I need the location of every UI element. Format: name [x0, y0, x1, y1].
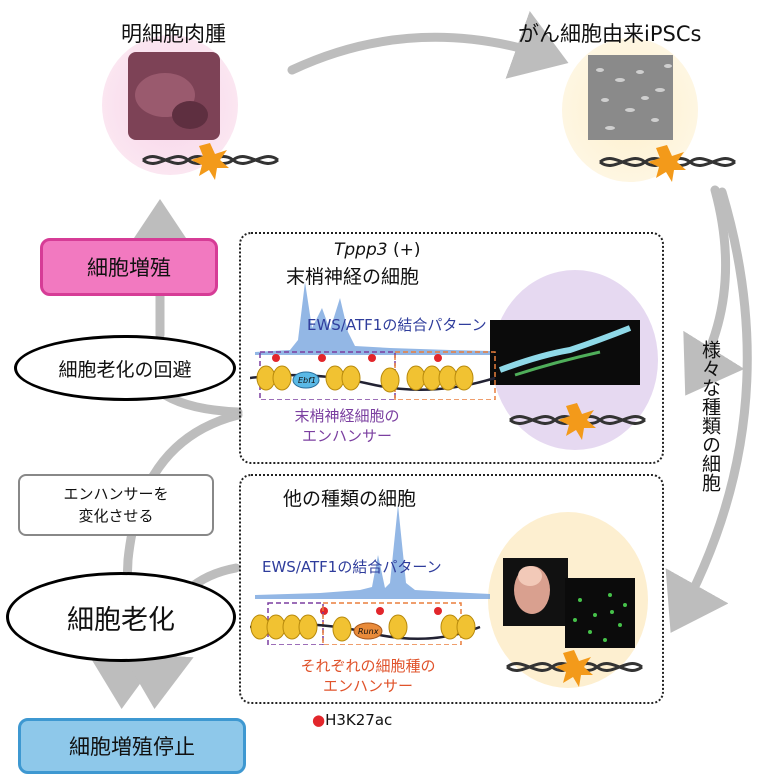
- nucleosome: [388, 614, 408, 640]
- nucleosome: [272, 365, 292, 391]
- legend: ●H3K27ac: [312, 711, 392, 729]
- senescence-oval: 細胞老化: [6, 572, 236, 662]
- h3k27ac-dot: [320, 607, 328, 615]
- ipsc-sem-image: [588, 55, 673, 140]
- dna-icon: [506, 650, 643, 687]
- h3k27ac-dot: [434, 354, 442, 362]
- change-enhancer-box: エンハンサーを 変化させる: [18, 474, 214, 536]
- arrow-ipsc-to-others: [665, 187, 752, 633]
- nerve-chart: Ebf1: [250, 282, 496, 400]
- proliferation-label: 細胞増殖: [87, 256, 171, 280]
- panel-nerve: [239, 232, 664, 464]
- arrow-ipsc-to-nerve: [683, 185, 745, 396]
- dna-icon: [599, 145, 736, 182]
- nucleosome: [422, 365, 442, 391]
- ipsc-title: がん細胞由来iPSCs: [518, 22, 702, 46]
- others-cell-title: 他の種類の細胞: [283, 488, 417, 510]
- panel-others: [239, 474, 664, 704]
- h3k27ac-dot: [376, 607, 384, 615]
- proliferation-box: 細胞増殖: [40, 238, 218, 296]
- tf-runx-label: Runx: [358, 627, 379, 636]
- nucleosome: [380, 367, 400, 393]
- arrow-down-main: [87, 410, 243, 709]
- nerve-pattern-label: EWS/ATF1の結合パターン: [307, 316, 487, 334]
- nucleosome: [456, 614, 476, 640]
- others-peak-area: [255, 505, 490, 599]
- h3k27ac-dot: [368, 354, 376, 362]
- arrow-nerve-to-avoid: [160, 390, 243, 417]
- enhancer-region-purple: [259, 351, 396, 400]
- nerve-cell-title: 末梢神経の細胞: [286, 266, 420, 288]
- avoid-senescence-label: 細胞老化の回避: [58, 358, 192, 381]
- gene-heading: Tppp3 (+): [334, 240, 421, 260]
- tf-ebf1-label: Ebf1: [298, 376, 316, 385]
- others-chart: Runx: [250, 505, 490, 645]
- nucleosome: [250, 614, 270, 640]
- dna-icon: [509, 403, 646, 440]
- legend-label: H3K27ac: [325, 711, 393, 729]
- nucleosome: [332, 616, 352, 642]
- gene-name: Tppp3: [334, 240, 388, 260]
- green-stain-image: [565, 578, 635, 648]
- others-pattern-label: EWS/ATF1の結合パターン: [262, 558, 442, 576]
- arrest-label: 細胞増殖停止: [69, 735, 195, 759]
- nucleosome: [454, 365, 474, 391]
- arrow-sarcoma-to-ipsc: [287, 10, 569, 79]
- tf-ebf1: [292, 371, 320, 389]
- gene-suffix: (+): [387, 240, 421, 260]
- nucleosome: [266, 614, 286, 640]
- nucleosome: [298, 614, 318, 640]
- tf-runx: [353, 622, 383, 640]
- dna-icon: [142, 143, 279, 180]
- avoid-senescence-oval: 細胞老化の回避: [14, 335, 236, 401]
- arrest-box: 細胞増殖停止: [18, 718, 246, 774]
- nucleosome: [440, 614, 460, 640]
- h3k27ac-dot: [272, 354, 280, 362]
- nerve-enhancer-label: 末梢神経細胞の エンハンサー: [294, 407, 400, 445]
- side-label: 様々な種類の細胞: [699, 340, 721, 492]
- nucleosome: [341, 365, 361, 391]
- nucleosome: [256, 365, 276, 391]
- nerve-peak-area: [255, 282, 490, 355]
- others-enhancer-label: それぞれの細胞種の エンハンサー: [300, 657, 436, 695]
- nucleosome: [325, 365, 345, 391]
- senescence-label: 細胞老化: [67, 604, 175, 636]
- enhancer-region-orange: [322, 602, 462, 645]
- nucleosome: [282, 614, 302, 640]
- nucleosome: [438, 365, 458, 391]
- h3k27ac-dot: [434, 607, 442, 615]
- change-enhancer-label: エンハンサーを 変化させる: [63, 485, 169, 525]
- nucleosome: [406, 365, 426, 391]
- sarcoma-title: 明細胞肉腫: [121, 22, 226, 46]
- h3k27ac-dot: [318, 354, 326, 362]
- legend-dot-icon: ●: [312, 711, 326, 729]
